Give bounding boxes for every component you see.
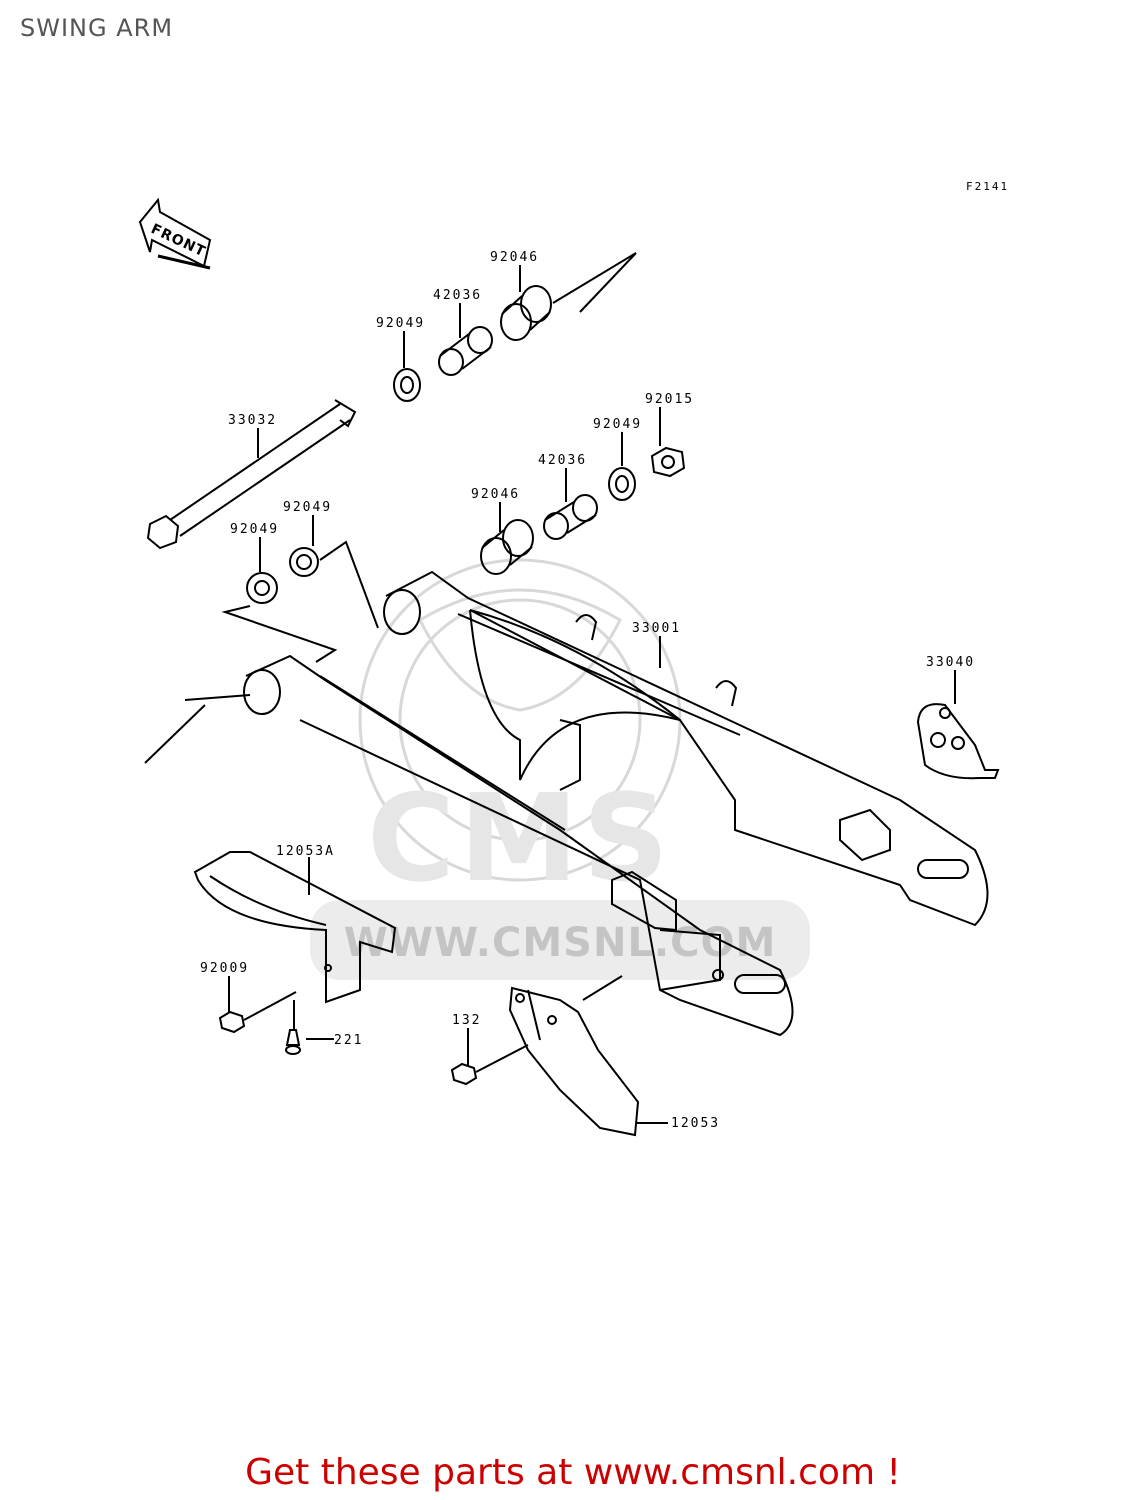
- callout-92049-upper: 92049: [376, 316, 425, 331]
- callout-92046-right: 92046: [471, 487, 520, 502]
- part-132-bolt: [450, 1044, 529, 1086]
- watermark-brand: CMS: [367, 770, 673, 909]
- page-title: SWING ARM: [20, 14, 174, 42]
- promo-link[interactable]: Get these parts at www.cmsnl.com !: [245, 1452, 901, 1493]
- part-92049-upper: [393, 368, 421, 402]
- part-42036-right: [543, 494, 598, 540]
- watermark-url: WWW.CMSNL.COM: [344, 920, 777, 966]
- callout-92049-right: 92049: [593, 417, 642, 432]
- callout-221: 221: [334, 1033, 363, 1048]
- part-33001-swing-arm: [243, 570, 989, 1037]
- callout-92049-left-b: 92049: [230, 522, 279, 537]
- part-12053-slider: [508, 975, 640, 1137]
- callout-33001: 33001: [632, 621, 681, 636]
- callout-12053: 12053: [671, 1116, 720, 1131]
- callout-33040: 33040: [926, 655, 975, 670]
- callout-42036-upper: 42036: [433, 288, 482, 303]
- callout-132: 132: [452, 1013, 481, 1028]
- part-92009-bolt: [218, 991, 297, 1034]
- callout-labels: 92046 42036 92049 92015 92049 42036 3303…: [200, 250, 975, 1131]
- callout-92009: 92009: [200, 961, 249, 976]
- cms-watermark: CMS WWW.CMSNL.COM: [310, 558, 810, 980]
- part-92015-nut: [650, 446, 686, 478]
- part-12053A-guide: [193, 851, 397, 1004]
- callout-42036-right: 42036: [538, 453, 587, 468]
- part-42036-upper: [438, 326, 493, 376]
- callout-92046-upper: 92046: [490, 250, 539, 265]
- part-92046-right: [480, 519, 534, 575]
- callout-92049-left-a: 92049: [283, 500, 332, 515]
- part-92049-right: [608, 467, 636, 501]
- callout-33032: 33032: [228, 413, 277, 428]
- part-92046-upper: [500, 285, 552, 341]
- callout-92015: 92015: [645, 392, 694, 407]
- part-221-screw: [285, 1000, 301, 1055]
- parts-drawing: [144, 252, 1000, 1137]
- front-arrow-icon: FRONT: [138, 197, 212, 270]
- figure-code: F2141: [966, 180, 1009, 193]
- part-33032-axle: [146, 399, 357, 550]
- callout-12053A: 12053A: [276, 844, 335, 859]
- part-92049-left-b: [246, 572, 278, 604]
- part-92049-left-a: [289, 547, 319, 577]
- part-33040-adjuster: [916, 703, 1000, 780]
